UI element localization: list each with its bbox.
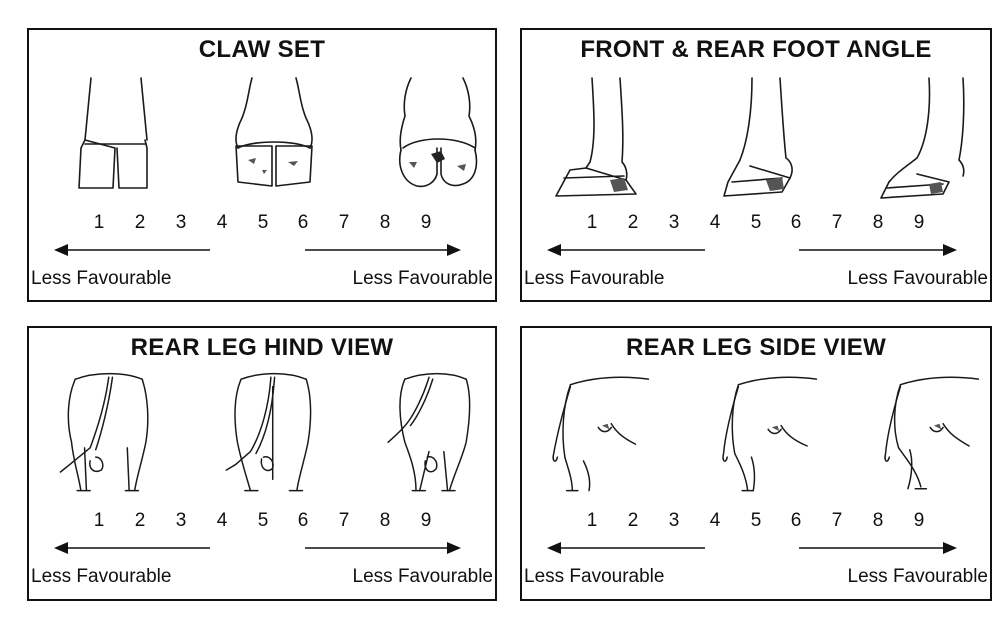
claw-set-illustration-9 — [379, 70, 499, 200]
hind-view-illustration-1 — [45, 368, 165, 498]
panel-title: REAR LEG SIDE VIEW — [625, 334, 887, 361]
scale-number: 7 — [831, 510, 843, 531]
scale-number: 2 — [134, 212, 146, 233]
less-favourable-left-label: Less Favourable — [31, 566, 172, 587]
side-view-illustration-1 — [542, 368, 662, 498]
score-scale: 1 2 3 4 5 6 7 8 9 — [522, 510, 990, 534]
scale-number: 6 — [297, 510, 309, 531]
right-arrow — [799, 540, 957, 556]
rear-leg-side-view-panel: REAR LEG SIDE VIEW — [520, 326, 992, 601]
foot-angle-illustration-9 — [867, 70, 987, 200]
scale-number: 4 — [216, 510, 228, 531]
front-rear-foot-angle-panel: FRONT & REAR FOOT ANGLE 1 2 3 — [520, 28, 992, 302]
scale-number: 4 — [216, 212, 228, 233]
side-view-illustration-5 — [710, 368, 830, 498]
scale-number: 9 — [913, 510, 925, 531]
less-favourable-right-label: Less Favourable — [847, 566, 988, 587]
left-arrow — [547, 242, 705, 258]
less-favourable-right-label: Less Favourable — [847, 268, 988, 289]
scale-number: 5 — [257, 212, 269, 233]
score-scale: 1 2 3 4 5 6 7 8 9 — [29, 212, 495, 236]
scale-number: 2 — [134, 510, 146, 531]
scale-number: 8 — [872, 212, 884, 233]
less-favourable-right-label: Less Favourable — [352, 268, 493, 289]
scale-number: 3 — [668, 212, 680, 233]
scale-number: 3 — [668, 510, 680, 531]
claw-set-illustration-5 — [214, 70, 334, 200]
panel-title: FRONT & REAR FOOT ANGLE — [580, 36, 932, 63]
scale-number: 5 — [257, 510, 269, 531]
less-favourable-right-label: Less Favourable — [352, 566, 493, 587]
scale-number: 8 — [872, 510, 884, 531]
scale-number: 1 — [93, 510, 105, 531]
scale-number: 6 — [297, 212, 309, 233]
scale-number: 7 — [338, 510, 350, 531]
scale-number: 9 — [913, 212, 925, 233]
foot-angle-illustration-1 — [540, 70, 660, 200]
side-view-illustration-9 — [872, 368, 992, 498]
scale-number: 8 — [379, 510, 391, 531]
foot-angle-illustration-5 — [710, 70, 830, 200]
right-arrow — [799, 242, 957, 258]
scale-number: 3 — [175, 510, 187, 531]
score-scale: 1 2 3 4 5 6 7 8 9 — [522, 212, 990, 236]
left-arrow — [547, 540, 705, 556]
right-arrow — [305, 540, 461, 556]
less-favourable-left-label: Less Favourable — [31, 268, 172, 289]
panel-title: REAR LEG HIND VIEW — [130, 334, 394, 361]
left-arrow — [54, 540, 210, 556]
hind-view-illustration-9 — [369, 368, 489, 498]
scale-number: 2 — [627, 510, 639, 531]
scale-number: 4 — [709, 510, 721, 531]
scale-number: 6 — [790, 510, 802, 531]
scale-number: 9 — [420, 510, 432, 531]
scale-number: 3 — [175, 212, 187, 233]
scale-number: 4 — [709, 212, 721, 233]
scale-number: 2 — [627, 212, 639, 233]
scale-number: 1 — [93, 212, 105, 233]
claw-set-panel: CLAW SET — [27, 28, 497, 302]
scale-number: 9 — [420, 212, 432, 233]
left-arrow — [54, 242, 210, 258]
scale-number: 1 — [586, 212, 598, 233]
scale-number: 7 — [338, 212, 350, 233]
panel-title: CLAW SET — [198, 36, 326, 63]
rear-leg-hind-view-panel: REAR LEG HIND VIEW — [27, 326, 497, 601]
score-scale: 1 2 3 4 5 6 7 8 9 — [29, 510, 495, 534]
scale-number: 7 — [831, 212, 843, 233]
less-favourable-left-label: Less Favourable — [524, 566, 665, 587]
less-favourable-left-label: Less Favourable — [524, 268, 665, 289]
right-arrow — [305, 242, 461, 258]
scale-number: 8 — [379, 212, 391, 233]
claw-set-illustration-1 — [49, 70, 169, 200]
scale-number: 6 — [790, 212, 802, 233]
scale-number: 5 — [750, 510, 762, 531]
hind-view-illustration-5 — [209, 368, 329, 498]
scale-number: 1 — [586, 510, 598, 531]
scale-number: 5 — [750, 212, 762, 233]
